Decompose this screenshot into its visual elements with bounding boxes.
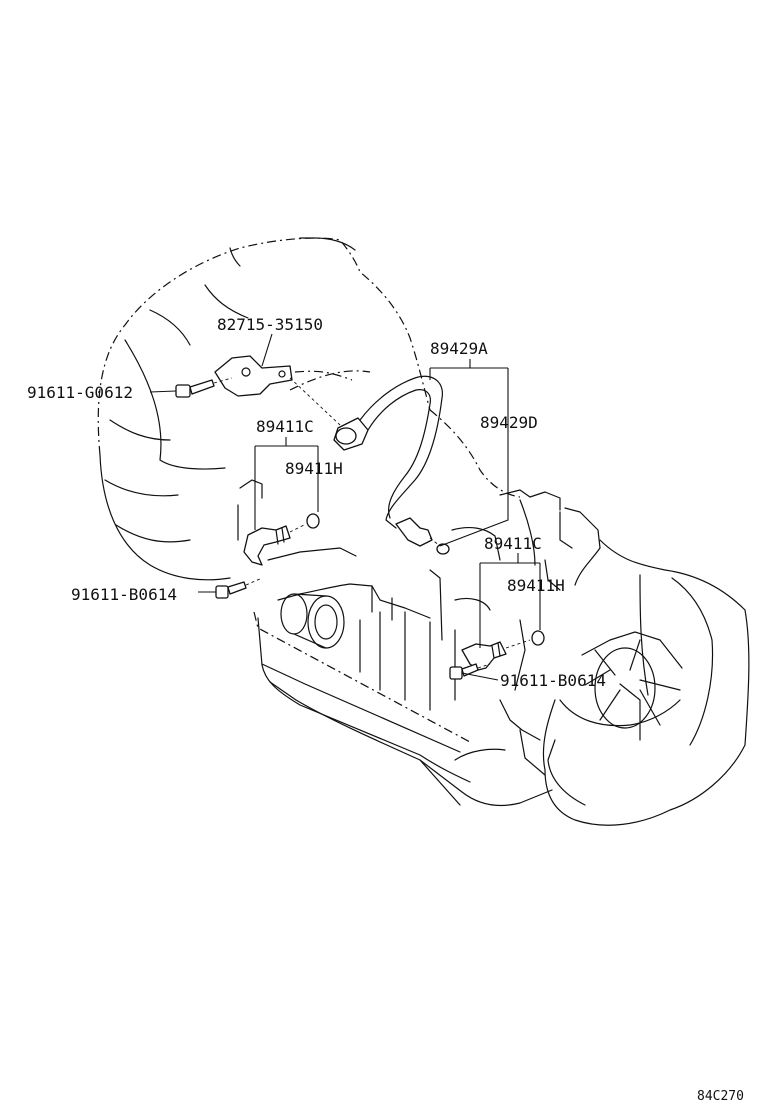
label-89411h-left: 89411H: [285, 459, 343, 478]
label-89411c-left: 89411C: [256, 417, 314, 436]
o-ring-89411h-right: [505, 630, 545, 649]
label-89411c-right: 89411C: [484, 534, 542, 553]
label-82715-35150: 82715-35150: [217, 315, 323, 334]
bolt-91611-b0614-left: [215, 577, 263, 599]
sensor-89411c-left: [243, 525, 291, 566]
label-89429d: 89429D: [480, 413, 538, 432]
part-labels: 82715-35150 91611-G0612 89429A 89429D 89…: [27, 315, 606, 690]
bolt-91611-g0612: [175, 377, 233, 398]
label-91611-b0614-left: 91611-B0614: [71, 585, 177, 604]
label-91611-b0614-right: 91611-B0614: [500, 671, 606, 690]
label-89411h-right: 89411H: [507, 576, 565, 595]
label-89429a: 89429A: [430, 339, 488, 358]
figure-code: 84C270: [697, 1089, 744, 1104]
speed-sensor-89429a: [333, 375, 443, 529]
leader-lines: [149, 333, 541, 681]
bracket-82715-35150: [214, 355, 341, 426]
transmission-outline: [97, 237, 750, 826]
speed-sensor-89429d: [395, 517, 450, 555]
label-91611-g0612: 91611-G0612: [27, 383, 133, 402]
o-ring-89411h-left: [289, 513, 320, 533]
